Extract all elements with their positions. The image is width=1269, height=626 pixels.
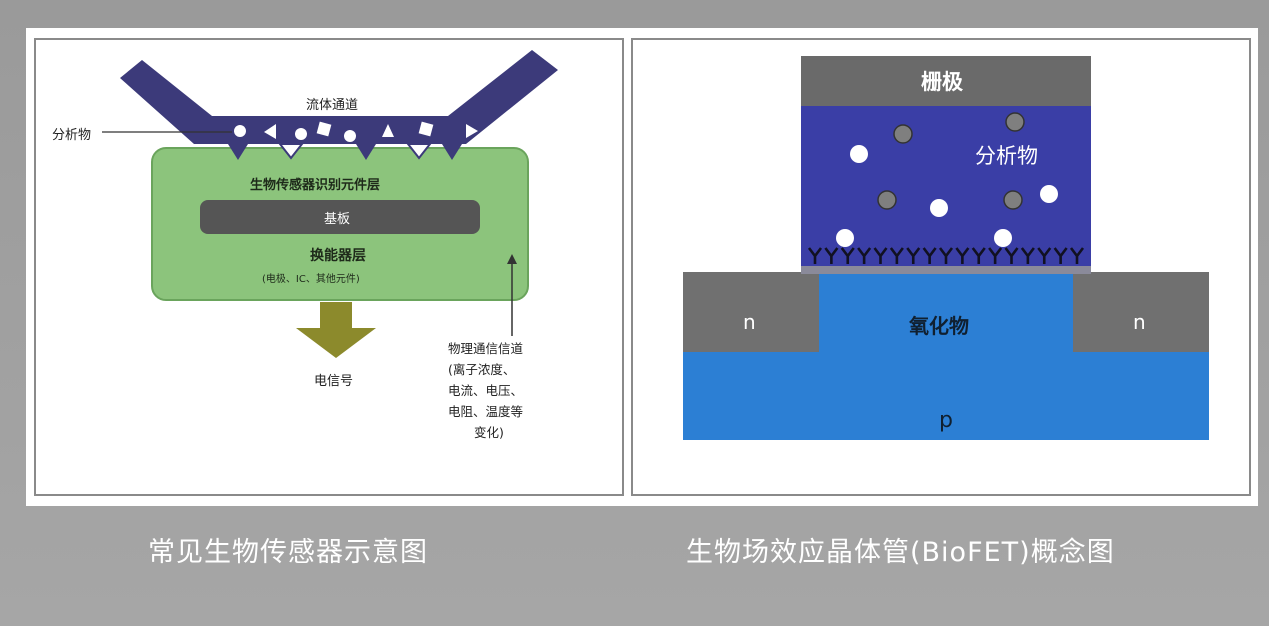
figure-area: 流体通道 分析物 生物传感器识别元件层 基板 换能器层 (电极、IC、其他元件)… — [26, 28, 1258, 506]
physical-channel-line: 物理通信信道 — [448, 341, 524, 356]
fluid-channel — [120, 50, 558, 144]
signal-arrow — [296, 302, 376, 358]
analyte-particle-gray — [1005, 112, 1025, 132]
receptor-y — [988, 247, 1003, 264]
gate-electrode — [801, 56, 1091, 106]
receptor-y — [922, 247, 937, 264]
transducer-sub-label: (电极、IC、其他元件) — [262, 274, 360, 285]
analyte-particle — [344, 130, 356, 142]
analyte-particle — [466, 124, 478, 138]
receptor-spike — [442, 144, 462, 160]
receptor-y — [955, 247, 970, 264]
biosensor-diagram — [102, 50, 558, 358]
analyte-particle — [264, 124, 276, 139]
analyte-particle-white — [994, 229, 1012, 247]
gate-label: 栅极 — [921, 70, 963, 94]
analyte-particle — [234, 125, 246, 137]
n-right-label: n — [1133, 310, 1146, 334]
p-label: p — [939, 408, 953, 433]
analyte-particle-gray — [893, 124, 913, 144]
channel-pointer-arrowhead — [507, 254, 517, 264]
oxide-region — [819, 272, 1073, 342]
p-region — [683, 340, 1209, 440]
biofet-diagram — [683, 56, 1209, 440]
receptor-y — [807, 247, 823, 264]
receptor-y — [1020, 247, 1035, 264]
receptor-spike — [405, 143, 433, 160]
receptor-y — [971, 247, 986, 264]
n-left-label: n — [743, 310, 756, 334]
physical-channel-line: 电阻、温度等 — [448, 404, 524, 419]
analyte-particle-gray — [1003, 190, 1023, 210]
analyte-particle — [418, 121, 434, 137]
physical-channel-label: 物理通信信道 (离子浓度、 电流、电压、 电阻、温度等 变化) — [448, 338, 523, 443]
n-region-right — [1073, 272, 1209, 352]
electric-signal-label: 电信号 — [314, 374, 354, 389]
receptor-y — [889, 247, 904, 264]
receptor-y — [824, 247, 839, 264]
receptor-y — [873, 247, 888, 264]
receptor-y — [1053, 247, 1068, 264]
oxide-label: 氧化物 — [909, 314, 969, 338]
n-region-left — [683, 272, 819, 352]
recognition-layer-label: 生物传感器识别元件层 — [250, 178, 381, 193]
biosensor-diagram-panel: 流体通道 分析物 生物传感器识别元件层 基板 换能器层 (电极、IC、其他元件)… — [34, 38, 624, 496]
receptor-array — [807, 247, 1085, 264]
receptor-y — [1037, 247, 1052, 264]
receptor-y — [840, 247, 855, 264]
transducer-label: 换能器层 — [310, 248, 366, 264]
analyte-particle-white — [836, 229, 854, 247]
substrate-bar — [200, 200, 480, 234]
analyte-particle-gray — [877, 190, 897, 210]
receptor-spike — [277, 143, 305, 160]
analyte-particle-white — [1040, 185, 1058, 203]
receptor-y — [938, 247, 954, 264]
receptor-y — [1069, 247, 1085, 264]
physical-channel-line: 电流、电压、 — [448, 383, 524, 398]
substrate-label: 基板 — [324, 212, 351, 227]
receptor-y — [906, 247, 921, 264]
left-caption: 常见生物传感器示意图 — [148, 537, 428, 568]
right-caption: 生物场效应晶体管(BioFET)概念图 — [686, 537, 1115, 568]
analyte-particle — [382, 124, 394, 137]
physical-channel-line: 变化) — [474, 425, 504, 440]
analyte-particle-white — [850, 145, 868, 163]
analyte-particle-white — [930, 199, 948, 217]
analyte-particle — [295, 128, 307, 140]
analyte-label-right: 分析物 — [975, 144, 1038, 168]
receptor-spike — [356, 144, 376, 160]
receptor-y — [857, 247, 872, 264]
interface-layer — [801, 264, 1091, 274]
receptor-y — [1004, 247, 1019, 264]
receptor-spike — [228, 144, 248, 160]
analyte-particle — [316, 121, 332, 137]
physical-channel-line: (离子浓度、 — [448, 362, 516, 377]
biofet-diagram-panel: 栅极 分析物 氧化物 n n p — [631, 38, 1251, 496]
fluid-channel-label: 流体通道 — [306, 98, 359, 113]
analyte-label: 分析物 — [52, 128, 92, 143]
